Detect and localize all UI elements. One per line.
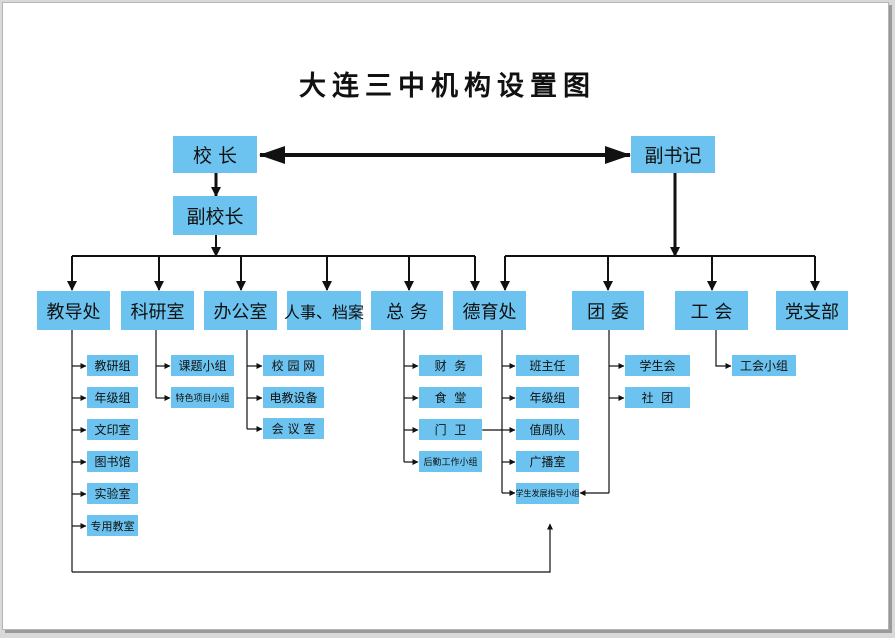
sub-league-clubs: 社 团: [625, 387, 690, 408]
sub-teaching-grade-group: 年级组: [87, 387, 138, 408]
sub-teaching-research-group: 教研组: [87, 355, 138, 376]
node-moral-education: 德育处: [453, 291, 526, 330]
sub-teaching-print-room: 文印室: [87, 419, 138, 440]
sub-general-canteen: 食 堂: [419, 387, 482, 408]
node-teaching-office: 教导处: [37, 291, 110, 330]
node-party-branch: 党支部: [776, 291, 848, 330]
sub-admin-meeting-room: 会 议 室: [263, 418, 324, 439]
sub-moral-class-teacher: 班主任: [516, 355, 579, 376]
sub-moral-grade-group: 年级组: [516, 387, 579, 408]
sub-teaching-special-classroom: 专用教室: [87, 515, 138, 536]
sub-moral-student-dev-group: 学生发展指导小组: [516, 483, 580, 504]
sub-research-feature-group: 特色项目小组: [171, 387, 234, 408]
node-vice-principal: 副校长: [173, 196, 257, 235]
node-deputy-secretary: 副书记: [631, 136, 715, 173]
sub-research-project-group: 课题小组: [171, 355, 234, 376]
page-title: 大连三中机构设置图: [299, 71, 596, 102]
sub-teaching-library: 图书馆: [87, 451, 138, 472]
node-union: 工 会: [675, 291, 748, 330]
node-research-office: 科研室: [121, 291, 194, 330]
sub-moral-duty-team: 值周队: [516, 419, 579, 440]
node-admin-office: 办公室: [204, 291, 277, 330]
node-general-affairs: 总 务: [371, 291, 443, 330]
sub-union-group: 工会小组: [732, 355, 796, 376]
sub-league-student-union: 学生会: [625, 355, 690, 376]
sub-general-finance: 财 务: [419, 355, 482, 376]
sub-general-logistics-group: 后勤工作小组: [419, 451, 482, 472]
node-youth-league: 团 委: [572, 291, 644, 330]
node-principal: 校 长: [173, 136, 257, 173]
sub-admin-av-equipment: 电教设备: [263, 387, 324, 408]
node-hr-archive: 人事、档案: [284, 291, 364, 330]
sub-admin-campus-network: 校 园 网: [263, 355, 324, 376]
sub-teaching-laboratory: 实验室: [87, 483, 138, 504]
sub-moral-broadcast-room: 广播室: [516, 451, 579, 472]
sub-general-guard: 门 卫: [419, 419, 482, 440]
